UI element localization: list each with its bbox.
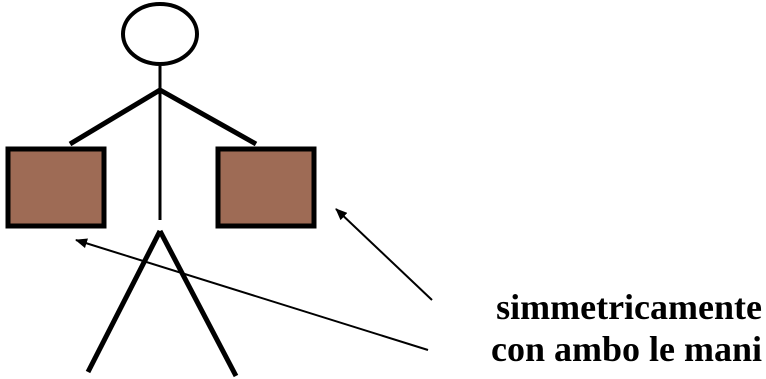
figure-left-arm (68, 87, 162, 147)
figure-left-leg (85, 229, 163, 374)
arrow-to-left-box (75, 238, 429, 351)
annotation-line-2: con ambo le mani (490, 329, 762, 369)
figure-right-leg (157, 229, 239, 378)
right-weight-box (215, 146, 317, 229)
figure-head (121, 2, 199, 66)
arrow-to-right-box (335, 208, 433, 301)
annotation-line-1: simmetricamente (496, 287, 762, 327)
figure-right-arm (158, 87, 258, 147)
left-weight-box (5, 146, 107, 229)
